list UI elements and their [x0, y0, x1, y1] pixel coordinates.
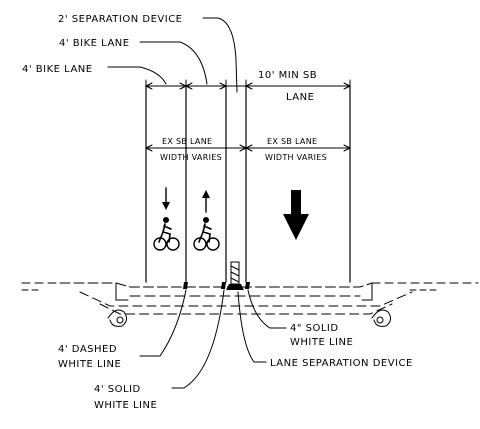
callout-solid-white-line-left: 4' SOLID WHITE LINE [94, 289, 225, 411]
separation-device-bottom-label: LANE SEPARATION DEVICE [270, 358, 413, 369]
callout-bike-lane-lower: 4' BIKE LANE [22, 64, 167, 85]
lane-header-right-line1: EX SB LANE [267, 137, 317, 146]
pavement-section [21, 282, 479, 327]
callout-sb-lane: 10' MIN SB LANE [258, 70, 317, 103]
solid-right-label-1: 4" SOLID [290, 323, 339, 334]
lane-header-right-line2: WIDTH VARIES [265, 153, 327, 162]
bike-lane-lower-leader [107, 66, 167, 85]
dimension-line-top [145, 79, 351, 93]
lane-header-left-line2: WIDTH VARIES [160, 153, 222, 162]
separation-device-label: 2' SEPARATION DEVICE [58, 14, 183, 25]
bike-lane-upper-label: 4' BIKE LANE [59, 38, 130, 49]
lane-header-right: EX SB LANE WIDTH VARIES [245, 137, 351, 162]
callout-lane-separation-device: LANE SEPARATION DEVICE [237, 291, 413, 369]
lane-boundaries [145, 85, 351, 283]
down-arrow-icon [283, 190, 309, 240]
callout-separation-device: 2' SEPARATION DEVICE [58, 14, 238, 93]
bicycle-icon [153, 217, 180, 251]
down-arrow-icon [162, 187, 170, 210]
lane-separation-device [226, 261, 244, 290]
solid-left-label-2: WHITE LINE [94, 400, 157, 411]
callout-bike-lane-upper: 4' BIKE LANE [59, 38, 208, 85]
solid-right-label-2: WHITE LINE [290, 337, 353, 348]
lane-header-left-line1: EX SB LANE [162, 137, 212, 146]
callout-solid-white-line-right: 4" SOLID WHITE LINE [247, 289, 353, 348]
up-arrow-icon [202, 190, 210, 213]
dashed-line-label-2: WHITE LINE [58, 359, 121, 370]
solid-left-label-1: 4' SOLID [94, 384, 141, 395]
dashed-line-label-1: 4' DASHED [58, 344, 117, 355]
sb-lane-label-line1: 10' MIN SB [258, 70, 317, 81]
sb-lane-label-line2: LANE [286, 92, 314, 103]
bicycle-icon [193, 217, 220, 251]
callout-dashed-white-line: 4' DASHED WHITE LINE [58, 289, 187, 370]
bike-lane-lower-label: 4' BIKE LANE [22, 64, 93, 75]
separation-device-leader [202, 17, 238, 93]
lane-header-left: EX SB LANE WIDTH VARIES [145, 137, 247, 162]
bike-lane-upper-leader [139, 41, 208, 85]
